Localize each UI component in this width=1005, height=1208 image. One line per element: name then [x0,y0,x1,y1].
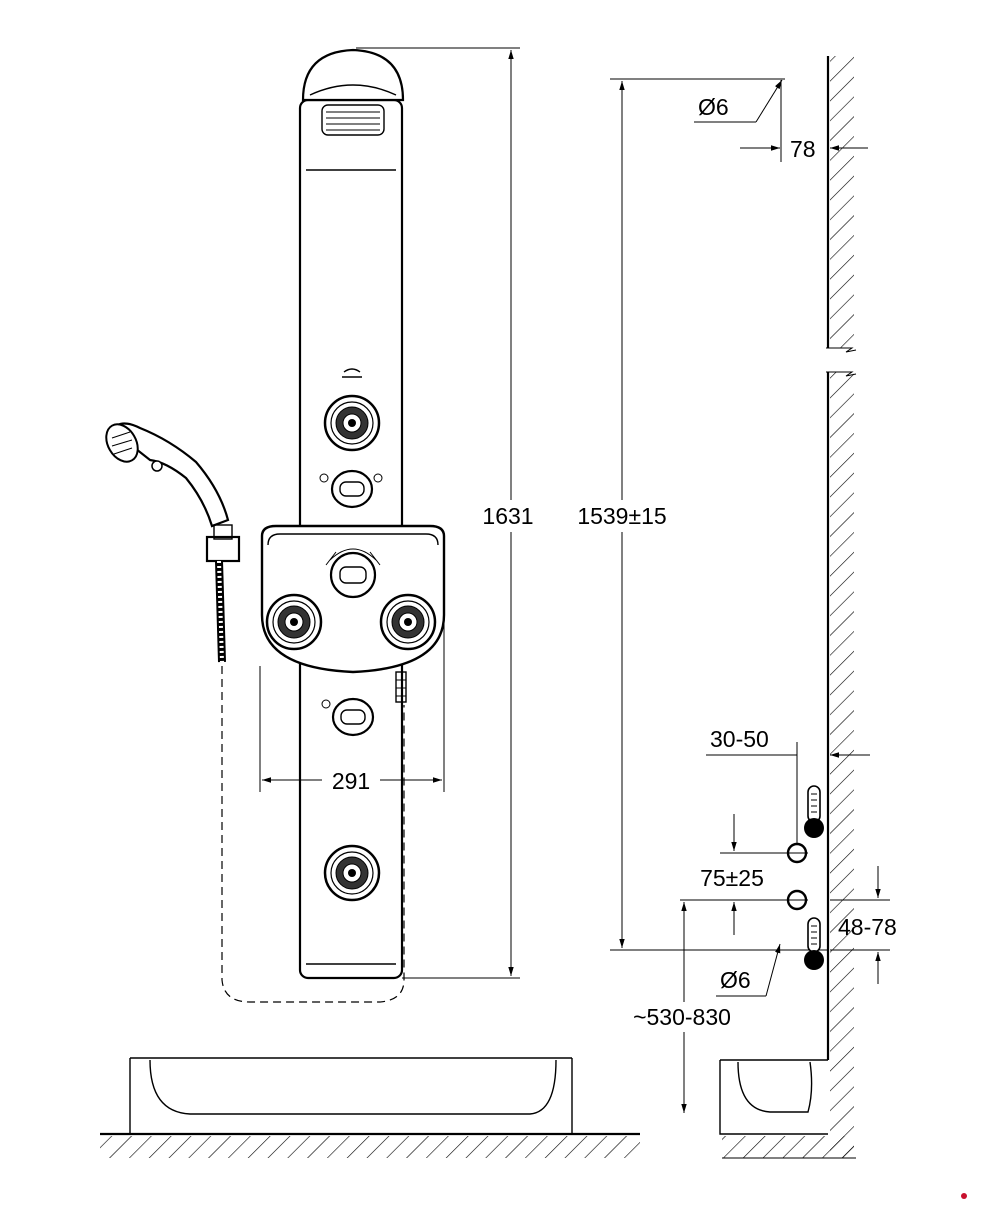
body-jet-right [379,593,437,651]
hot-water-icon [804,785,824,838]
supply-offset-label: 30-50 [710,726,769,752]
cold-water-icon [804,917,824,970]
wall-offset-top-label: 78 [790,136,816,162]
dimension-top-screw: Ø6 78 [694,79,868,162]
dimension-bottom-screw: Ø6 [716,943,781,997]
dimension-install-height: 1539±15 [566,78,828,951]
body-jet-left [265,593,323,651]
dimension-supply-height: ~530-830 [620,902,744,1113]
control-knob-upper [330,469,374,509]
shower-panel [260,48,446,980]
dimension-supply-offset: 30-50 [706,726,870,844]
screw-diameter-top-label: Ø6 [698,94,729,120]
dimension-overall-height: 1631 [356,47,536,979]
control-knob-lower [331,697,375,737]
supply-wall-depth-label: 48-78 [838,914,897,940]
hand-shower-holder [205,535,241,563]
shower-tray [100,1057,640,1158]
wall-section [719,56,857,1159]
supply-spacing-label: 75±25 [700,865,764,891]
shower-hose [215,560,226,663]
thermostat-knob [329,551,377,599]
supply-connections [786,785,824,970]
body-jet-upper [323,394,381,452]
body-jet-lower [323,844,381,902]
hand-shower [105,422,405,1003]
watermark-logo [961,1193,967,1199]
supply-height-label: ~530-830 [633,1004,731,1030]
overall-height-label: 1631 [482,503,533,529]
dimension-supply-spacing: 75±25 [680,814,808,935]
install-height-label: 1539±15 [577,503,666,529]
head-shower [301,48,405,102]
dimension-supply-wall-depth: 48-78 [830,866,897,984]
dimension-panel-width: 291 [259,620,445,794]
panel-width-label: 291 [332,768,370,794]
screw-diameter-bottom-label: Ø6 [720,967,751,993]
